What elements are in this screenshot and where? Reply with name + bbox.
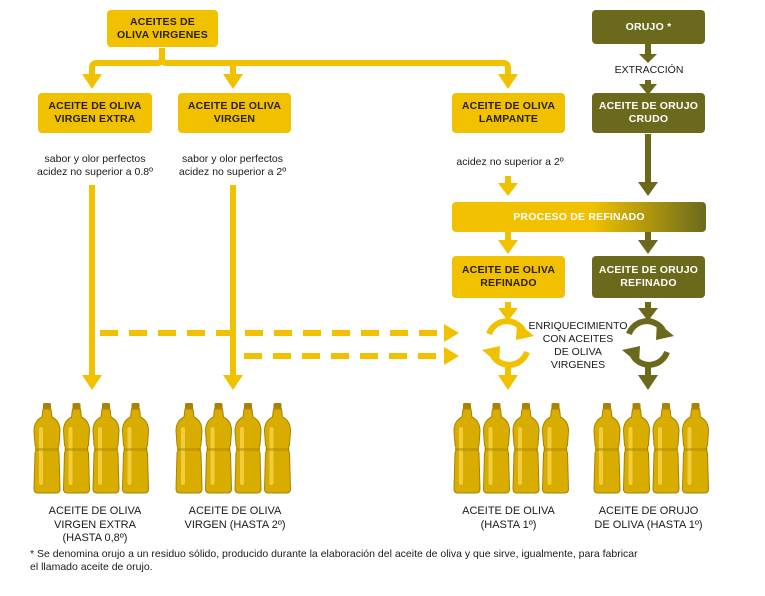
label-virgen-description: sabor y olor perfectos acidez no superio… bbox=[178, 153, 287, 178]
oil-bottle bbox=[175, 403, 203, 494]
footnote: * Se denomina orujo a un residuo sólido,… bbox=[30, 548, 638, 573]
box-aceites-oliva-virgenes: ACEITES DE OLIVA VIRGENES bbox=[107, 10, 218, 47]
oil-bottle bbox=[622, 403, 651, 494]
box-proceso-refinado: PROCESO DE REFINADO bbox=[513, 210, 645, 223]
oil-bottle bbox=[263, 403, 292, 494]
box-orujo: ORUJO * bbox=[592, 10, 705, 44]
oil-bottle bbox=[681, 403, 710, 494]
box-aceite-virgen: ACEITE DE OLIVA VIRGEN bbox=[178, 93, 291, 133]
recycle-icon-olive-heads bbox=[622, 322, 674, 364]
oil-bottle bbox=[512, 403, 540, 494]
box-aceite-lampante: ACEITE DE OLIVA LAMPANTE bbox=[452, 93, 565, 133]
label-lampante-description: acidez no superior a 2º bbox=[456, 156, 564, 168]
virgin-long-arrows bbox=[82, 185, 243, 390]
caption-oliva: ACEITE DE OLIVA (HASTA 1º) bbox=[462, 505, 555, 531]
bottles-oliva bbox=[453, 403, 570, 494]
caption-orujo: ACEITE DE ORUJO DE OLIVA (HASTA 1º) bbox=[594, 505, 703, 531]
top-split-arrowheads bbox=[82, 74, 518, 89]
bottles-virgen-extra bbox=[33, 403, 150, 494]
oil-bottle bbox=[121, 403, 150, 494]
bottles-virgen bbox=[175, 403, 292, 494]
bottles-orujo bbox=[593, 403, 710, 494]
oil-bottle bbox=[234, 403, 262, 494]
lampante-chain-arrows bbox=[498, 176, 518, 390]
caption-virgen-extra: ACEITE DE OLIVA VIRGEN EXTRA (HASTA 0,8º… bbox=[48, 505, 142, 544]
recycle-icon-yellow-heads bbox=[482, 322, 534, 364]
box-aceite-virgen-extra: ACEITE DE OLIVA VIRGEN EXTRA bbox=[38, 93, 152, 133]
oil-bottle bbox=[33, 403, 61, 494]
box-aceite-oliva-refinado: ACEITE DE OLIVA REFINADO bbox=[452, 256, 565, 298]
box-aceite-orujo-refinado: ACEITE DE ORUJO REFINADO bbox=[592, 256, 705, 298]
oil-bottle bbox=[541, 403, 570, 494]
label-extraccion: EXTRACCIÓN bbox=[614, 64, 684, 76]
refining-process-bar bbox=[452, 202, 706, 232]
enrichment-dashed-arrows bbox=[100, 324, 459, 365]
top-split-connector bbox=[89, 48, 511, 76]
oil-bottle bbox=[482, 403, 511, 494]
oil-bottle bbox=[62, 403, 91, 494]
caption-virgen: ACEITE DE OLIVA VIRGEN (HASTA 2º) bbox=[184, 505, 286, 531]
oil-bottle bbox=[92, 403, 120, 494]
label-enriquecimiento: ENRIQUECIMIENTO CON ACEITES DE OLIVA VIR… bbox=[528, 320, 628, 371]
oil-bottle bbox=[204, 403, 233, 494]
label-extra-description: sabor y olor perfectos acidez no superio… bbox=[37, 153, 153, 178]
box-aceite-orujo-crudo: ACEITE DE ORUJO CRUDO bbox=[592, 93, 705, 133]
oil-bottle bbox=[453, 403, 481, 494]
oil-bottle bbox=[593, 403, 621, 494]
oil-bottle bbox=[652, 403, 680, 494]
orujo-chain-arrows bbox=[638, 44, 658, 390]
